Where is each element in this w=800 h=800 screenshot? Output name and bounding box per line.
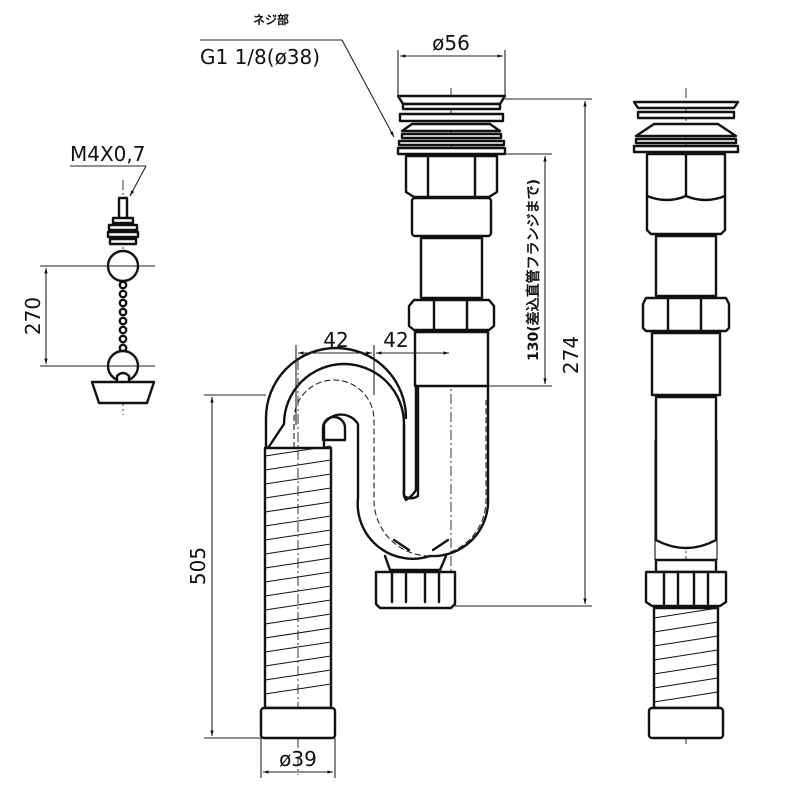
chain-screw-label: M4X0,7: [70, 142, 146, 166]
thread-part-label: ネジ部: [253, 12, 289, 27]
chain-length-label: 270: [21, 297, 45, 335]
thread-spec-label: G1 1/8(ø38): [200, 45, 320, 69]
side-view: [632, 88, 740, 744]
chain-stopper-view: M4X0,7 270: [21, 142, 156, 415]
offset-right-label: 42: [383, 328, 408, 352]
middle-hex-nut: [407, 298, 496, 332]
chain-beads: [118, 280, 128, 353]
chain-stem: [117, 196, 129, 222]
side-middle-nut: [641, 296, 731, 333]
flange-diameter-label: ø56: [432, 31, 470, 55]
total-height-label: 274: [559, 336, 583, 374]
hose-diameter-label: ø39: [279, 747, 317, 771]
side-outlet-nut: [644, 570, 728, 608]
s-trap-front-view: ネジ部 G1 1/8(ø38) ø56 42 42 130(差込直管フランジまで…: [186, 12, 592, 778]
offset-left-label: 42: [323, 328, 348, 352]
insert-pipe-label: 130(差込直管フランジまで): [525, 179, 542, 361]
stopper-hook: [115, 371, 131, 382]
outlet-nut: [374, 570, 457, 610]
top-hex-nut: [404, 154, 499, 199]
chain-washers: [106, 216, 140, 246]
corrugated-hose: [259, 360, 337, 775]
hose-length-label: 505: [186, 547, 210, 585]
rubber-stopper: [90, 380, 156, 405]
hose-end-cap: [259, 706, 337, 740]
s-trap-body: [266, 362, 490, 560]
